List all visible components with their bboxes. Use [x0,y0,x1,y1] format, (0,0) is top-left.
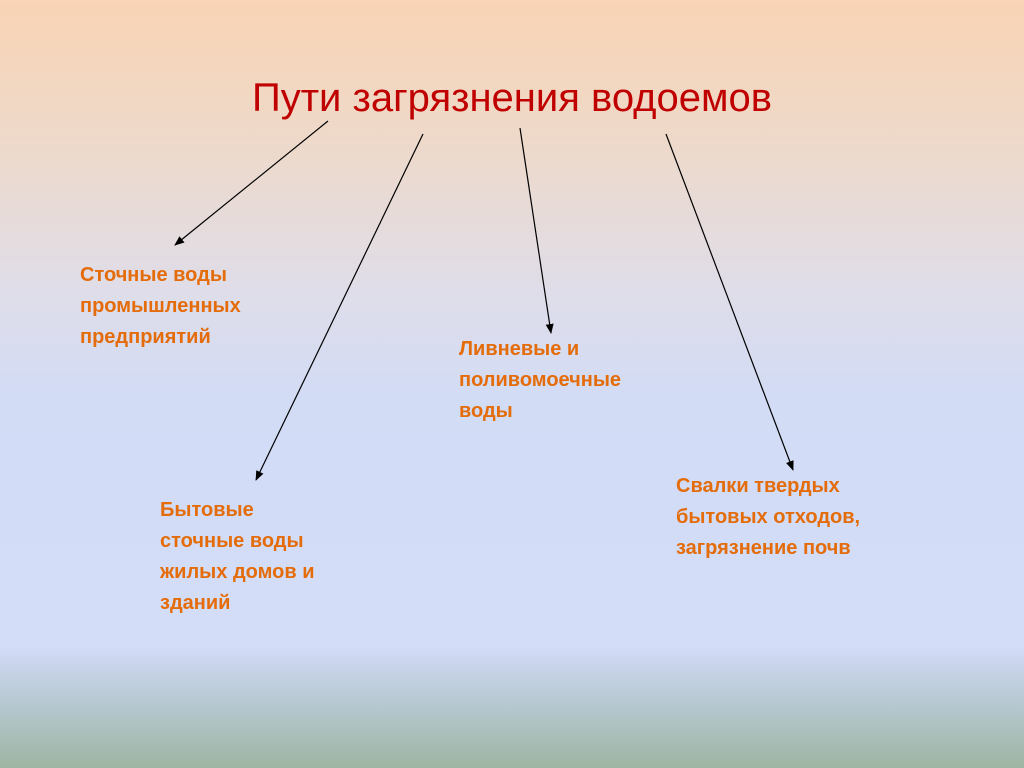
node-line: Свалки твердых [676,475,840,497]
node-line: Бытовые [160,499,254,521]
node-line: воды [459,400,513,422]
node-line: Ливневые и [459,338,580,360]
node-industrial-wastewater: Сточные воды промышленных предприятий [80,260,241,353]
node-line: жилых домов и [160,561,315,583]
node-line: предприятий [80,326,211,348]
arrow-to-landfill [665,133,794,471]
node-line: Сточные воды [80,264,227,286]
node-line: сточные воды [160,530,304,552]
arrow-to-domestic [255,133,424,481]
node-line: зданий [160,592,231,614]
node-line: бытовых отходов, [676,506,861,528]
node-line: загрязнение почв [676,537,851,559]
node-line: промышленных [80,295,241,317]
node-landfills: Свалки твердых бытовых отходов, загрязне… [676,471,860,564]
node-storm-water: Ливневые и поливомоечные воды [459,334,621,427]
arrow-to-industrial [174,120,329,246]
slide-title: Пути загрязнения водоемов [251,76,773,120]
node-domestic-wastewater: Бытовые сточные воды жилых домов и здани… [160,495,314,619]
arrow-to-storm [519,127,554,334]
node-line: поливомоечные [459,369,622,391]
